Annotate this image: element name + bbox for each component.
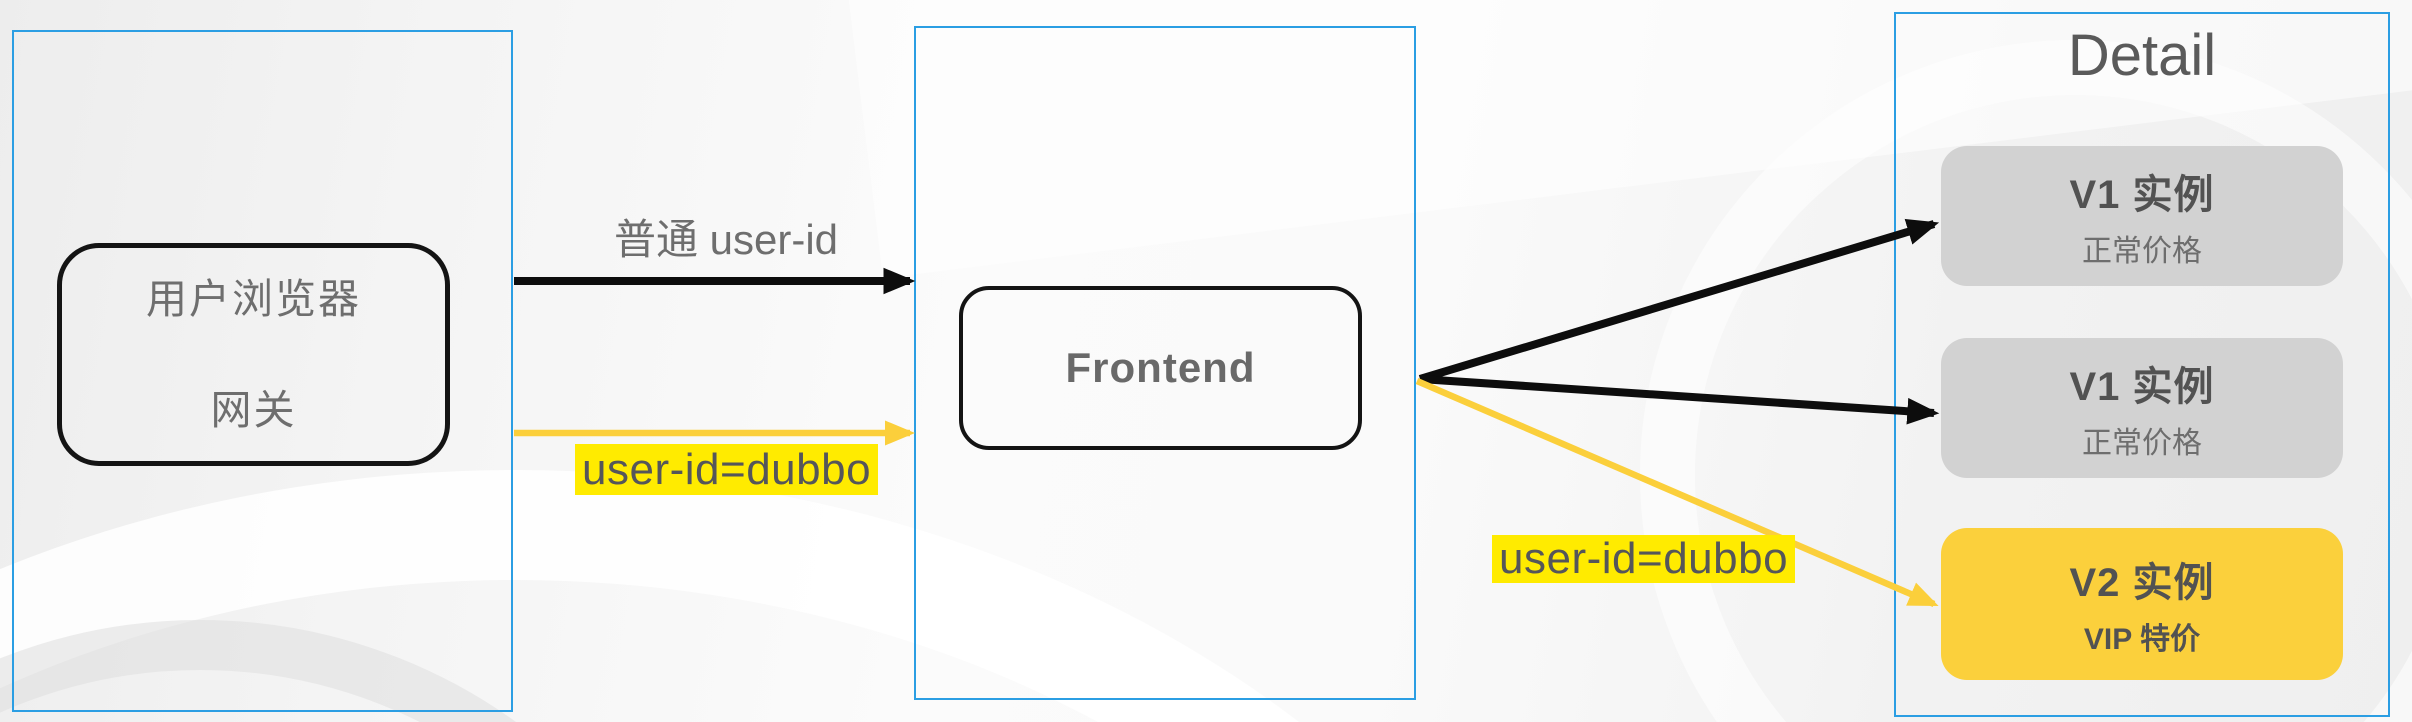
browser-gateway-node: 用户浏览器 网关 [57,243,450,466]
normal-userid-label: 普通 user-id [613,216,839,263]
frontend-node-label: Frontend [1065,344,1256,391]
detail-panel-title: Detail [2067,23,2217,88]
instance-card-title: V1 实例 [2069,365,2215,409]
instance-card-subtitle: 正常价格 [2082,427,2202,460]
frontend-node: Frontend [959,286,1362,450]
browser-gateway-line2: 网关 [210,386,297,433]
instance-card-subtitle: VIP 特价 [2083,623,2201,656]
gateway-panel [12,30,513,712]
arrow-frontend-to-v1-1 [1418,218,1940,383]
instance-card-title: V1 实例 [2069,173,2215,217]
instance-card-v1-2: V1 实例 正常价格 [1941,338,2343,478]
instance-card-v2: V2 实例 VIP 特价 [1941,528,2343,680]
dubbo-userid-label-left: user-id=dubbo [575,444,879,495]
arrow-frontend-to-v1-2 [1419,375,1940,425]
browser-gateway-line1: 用户浏览器 [146,275,361,322]
instance-card-subtitle: 正常价格 [2082,235,2202,268]
dubbo-userid-label-right: user-id=dubbo [1492,535,1796,583]
instance-card-v1-1: V1 实例 正常价格 [1941,146,2343,286]
instance-card-title: V2 实例 [2069,561,2215,605]
